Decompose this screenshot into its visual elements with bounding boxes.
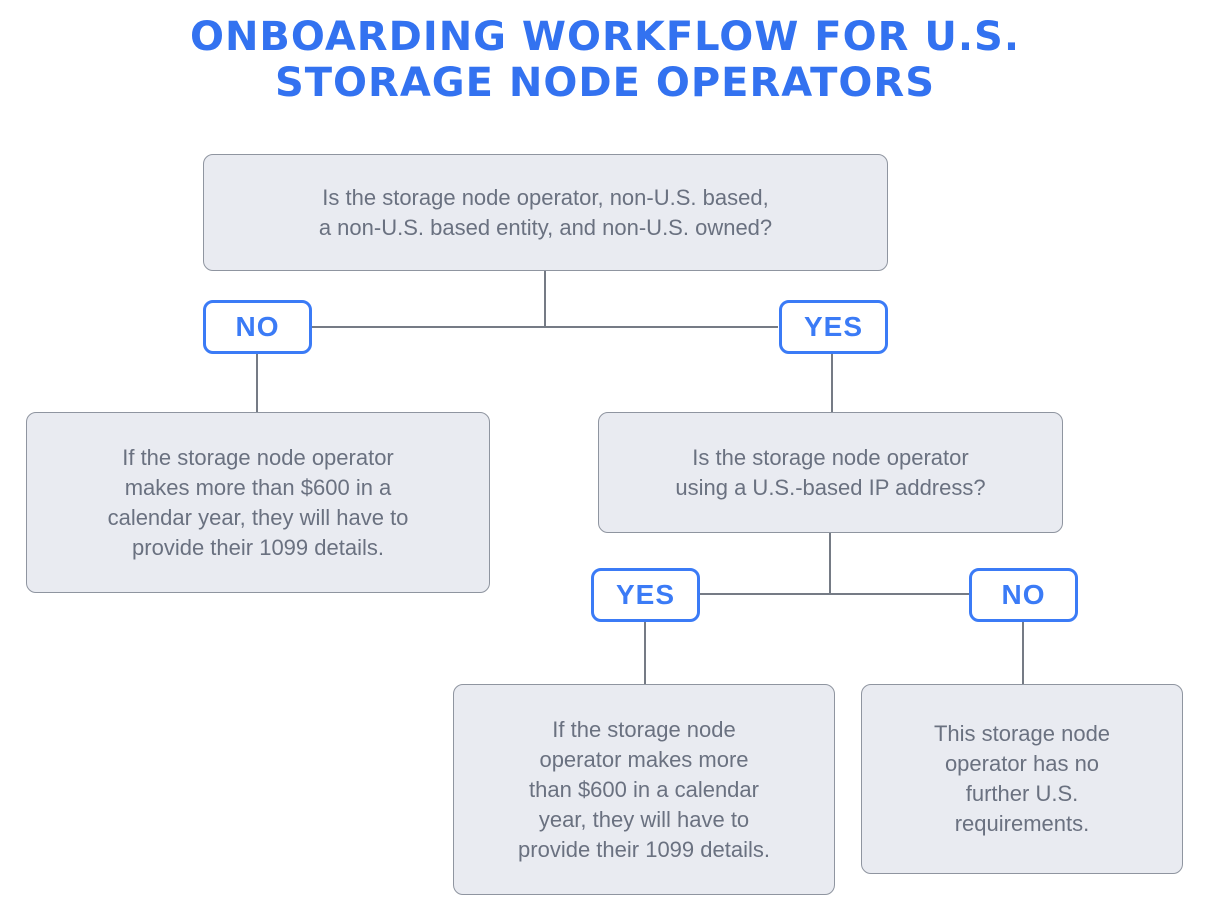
result-box-ip-no: This storage node operator has no furthe… [861, 684, 1183, 874]
result-box-no: If the storage node operator makes more … [26, 412, 490, 593]
question-box-root: Is the storage node operator, non-U.S. b… [203, 154, 888, 271]
connector-yes2-down [644, 622, 646, 684]
badge-yes-root: YES [779, 300, 888, 354]
connector-ip-down [829, 533, 831, 594]
badge-yes-ip: YES [591, 568, 700, 622]
connector-no2-down [1022, 622, 1024, 684]
connector-yes1-down [831, 354, 833, 412]
badge-no-ip: NO [969, 568, 1078, 622]
result-box-ip-yes: If the storage node operator makes more … [453, 684, 835, 895]
connector-no1-down [256, 354, 258, 412]
question-box-ip: Is the storage node operator using a U.S… [598, 412, 1063, 533]
page-title: ONBOARDING WORKFLOW FOR U.S. STORAGE NOD… [189, 14, 1021, 106]
connector-root-down [544, 271, 546, 328]
connector-row1-horizontal [312, 326, 778, 328]
badge-no-root: NO [203, 300, 312, 354]
connector-row2-horizontal [700, 593, 969, 595]
